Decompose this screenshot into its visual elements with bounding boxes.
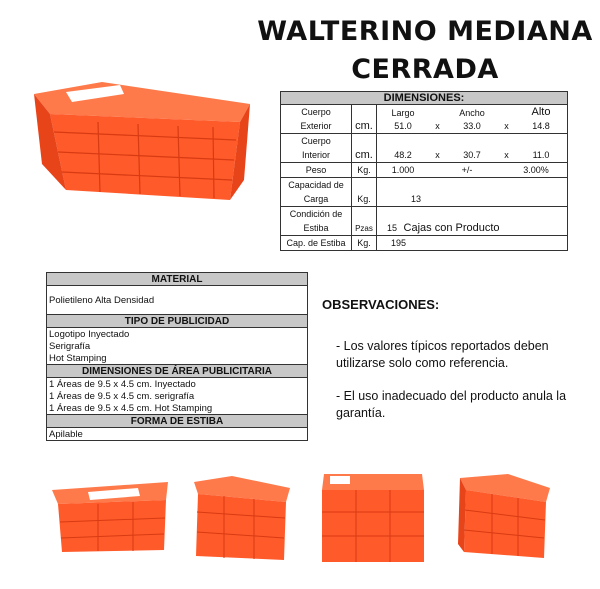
peso-unit: Kg. [351,162,377,178]
cap-estiba-unit: Kg. [351,235,377,251]
exterior-label1: Cuerpo [280,104,352,119]
estiba-form-value: Apilable [46,427,308,441]
capacidad-label1: Capacidad de [280,177,352,192]
interior-label1: Cuerpo [280,133,352,148]
capacidad-label2: Carga [280,192,352,207]
capacidad-value: 13 [376,192,568,207]
exterior-alto: 14.8 [532,121,550,131]
crate-thumb-4 [458,474,552,560]
crate-thumb-2 [192,476,292,562]
col-alto: Alto [531,106,551,118]
interior-values: 48.2 x 30.7 x 11.0 [379,150,565,160]
estiba-text: Cajas con Producto [403,222,500,234]
exterior-ancho: 33.0 [463,121,481,131]
observacion-item-0: - Los valores típicos reportados deben u… [336,339,549,370]
peso-tol-sign: +/- [461,165,473,175]
interior-sep1: x [435,150,440,160]
area-item-0: 1 Áreas de 9.5 x 4.5 cm. Inyectado [46,377,308,390]
interior-alto: 11.0 [532,150,550,160]
material-header: MATERIAL [46,272,308,286]
col-ancho: Ancho [459,108,485,118]
product-title-line1: WALTERINO MEDIANA [257,16,593,47]
observacion-item-1: - El uso inadecuado del producto anula l… [336,389,567,420]
capacidad-unit: Kg. [351,192,377,207]
interior-unit: cm. [351,148,377,163]
column-labels: Largo Ancho Alto [379,106,565,118]
exterior-label2: Exterior [280,119,352,134]
material-value: Polietileno Alta Densidad [46,285,308,315]
cap-estiba-value: 195 [376,235,568,251]
material-table: MATERIAL Polietileno Alta Densidad TIPO … [46,272,308,441]
estiba-label1: Condición de [280,206,352,221]
observaciones-title: OBSERVACIONES: [322,297,440,312]
dimensions-header: DIMENSIONES: [280,91,568,105]
area-header: DIMENSIONES DE ÁREA PUBLICITARIA [46,364,308,378]
exterior-largo: 51.0 [394,121,412,131]
area-item-1: 1 Áreas de 9.5 x 4.5 cm. serigrafía [46,390,308,402]
interior-ancho: 30.7 [463,150,481,160]
interior-largo: 48.2 [394,150,412,160]
peso-label: Peso [280,162,352,178]
crate-thumb-3 [320,470,426,564]
estiba-value: 15 [387,223,398,233]
peso-value: 1.000 [391,165,415,175]
exterior-values: 51.0 x 33.0 x 14.8 [379,121,565,131]
publicidad-item-1: Serigrafía [46,340,308,352]
area-item-2: 1 Áreas de 9.5 x 4.5 cm. Hot Stamping [46,402,308,415]
publicidad-item-0: Logotipo Inyectado [46,327,308,340]
crate-main-image [28,82,252,208]
interior-label2: Interior [280,148,352,163]
exterior-unit: cm. [351,119,377,134]
product-title-line2: CERRADA [351,54,499,85]
col-largo: Largo [391,108,415,118]
peso-values: 1.000 +/- 3.00% [379,165,565,175]
estiba-form-header: FORMA DE ESTIBA [46,414,308,428]
cap-estiba-label: Cap. de Estiba [280,235,352,251]
estiba-label2: Estiba [280,221,352,236]
publicidad-header: TIPO DE PUBLICIDAD [46,314,308,328]
interior-sep2: x [504,150,509,160]
dimensions-table: DIMENSIONES: Cuerpo Largo Ancho Alto Ext… [280,91,568,251]
exterior-sep2: x [504,121,509,131]
crate-thumb-1 [48,482,170,554]
exterior-sep1: x [435,121,440,131]
publicidad-item-2: Hot Stamping [46,352,308,365]
peso-tol: 3.00% [523,165,549,175]
estiba-unit: Pzas [351,221,377,236]
